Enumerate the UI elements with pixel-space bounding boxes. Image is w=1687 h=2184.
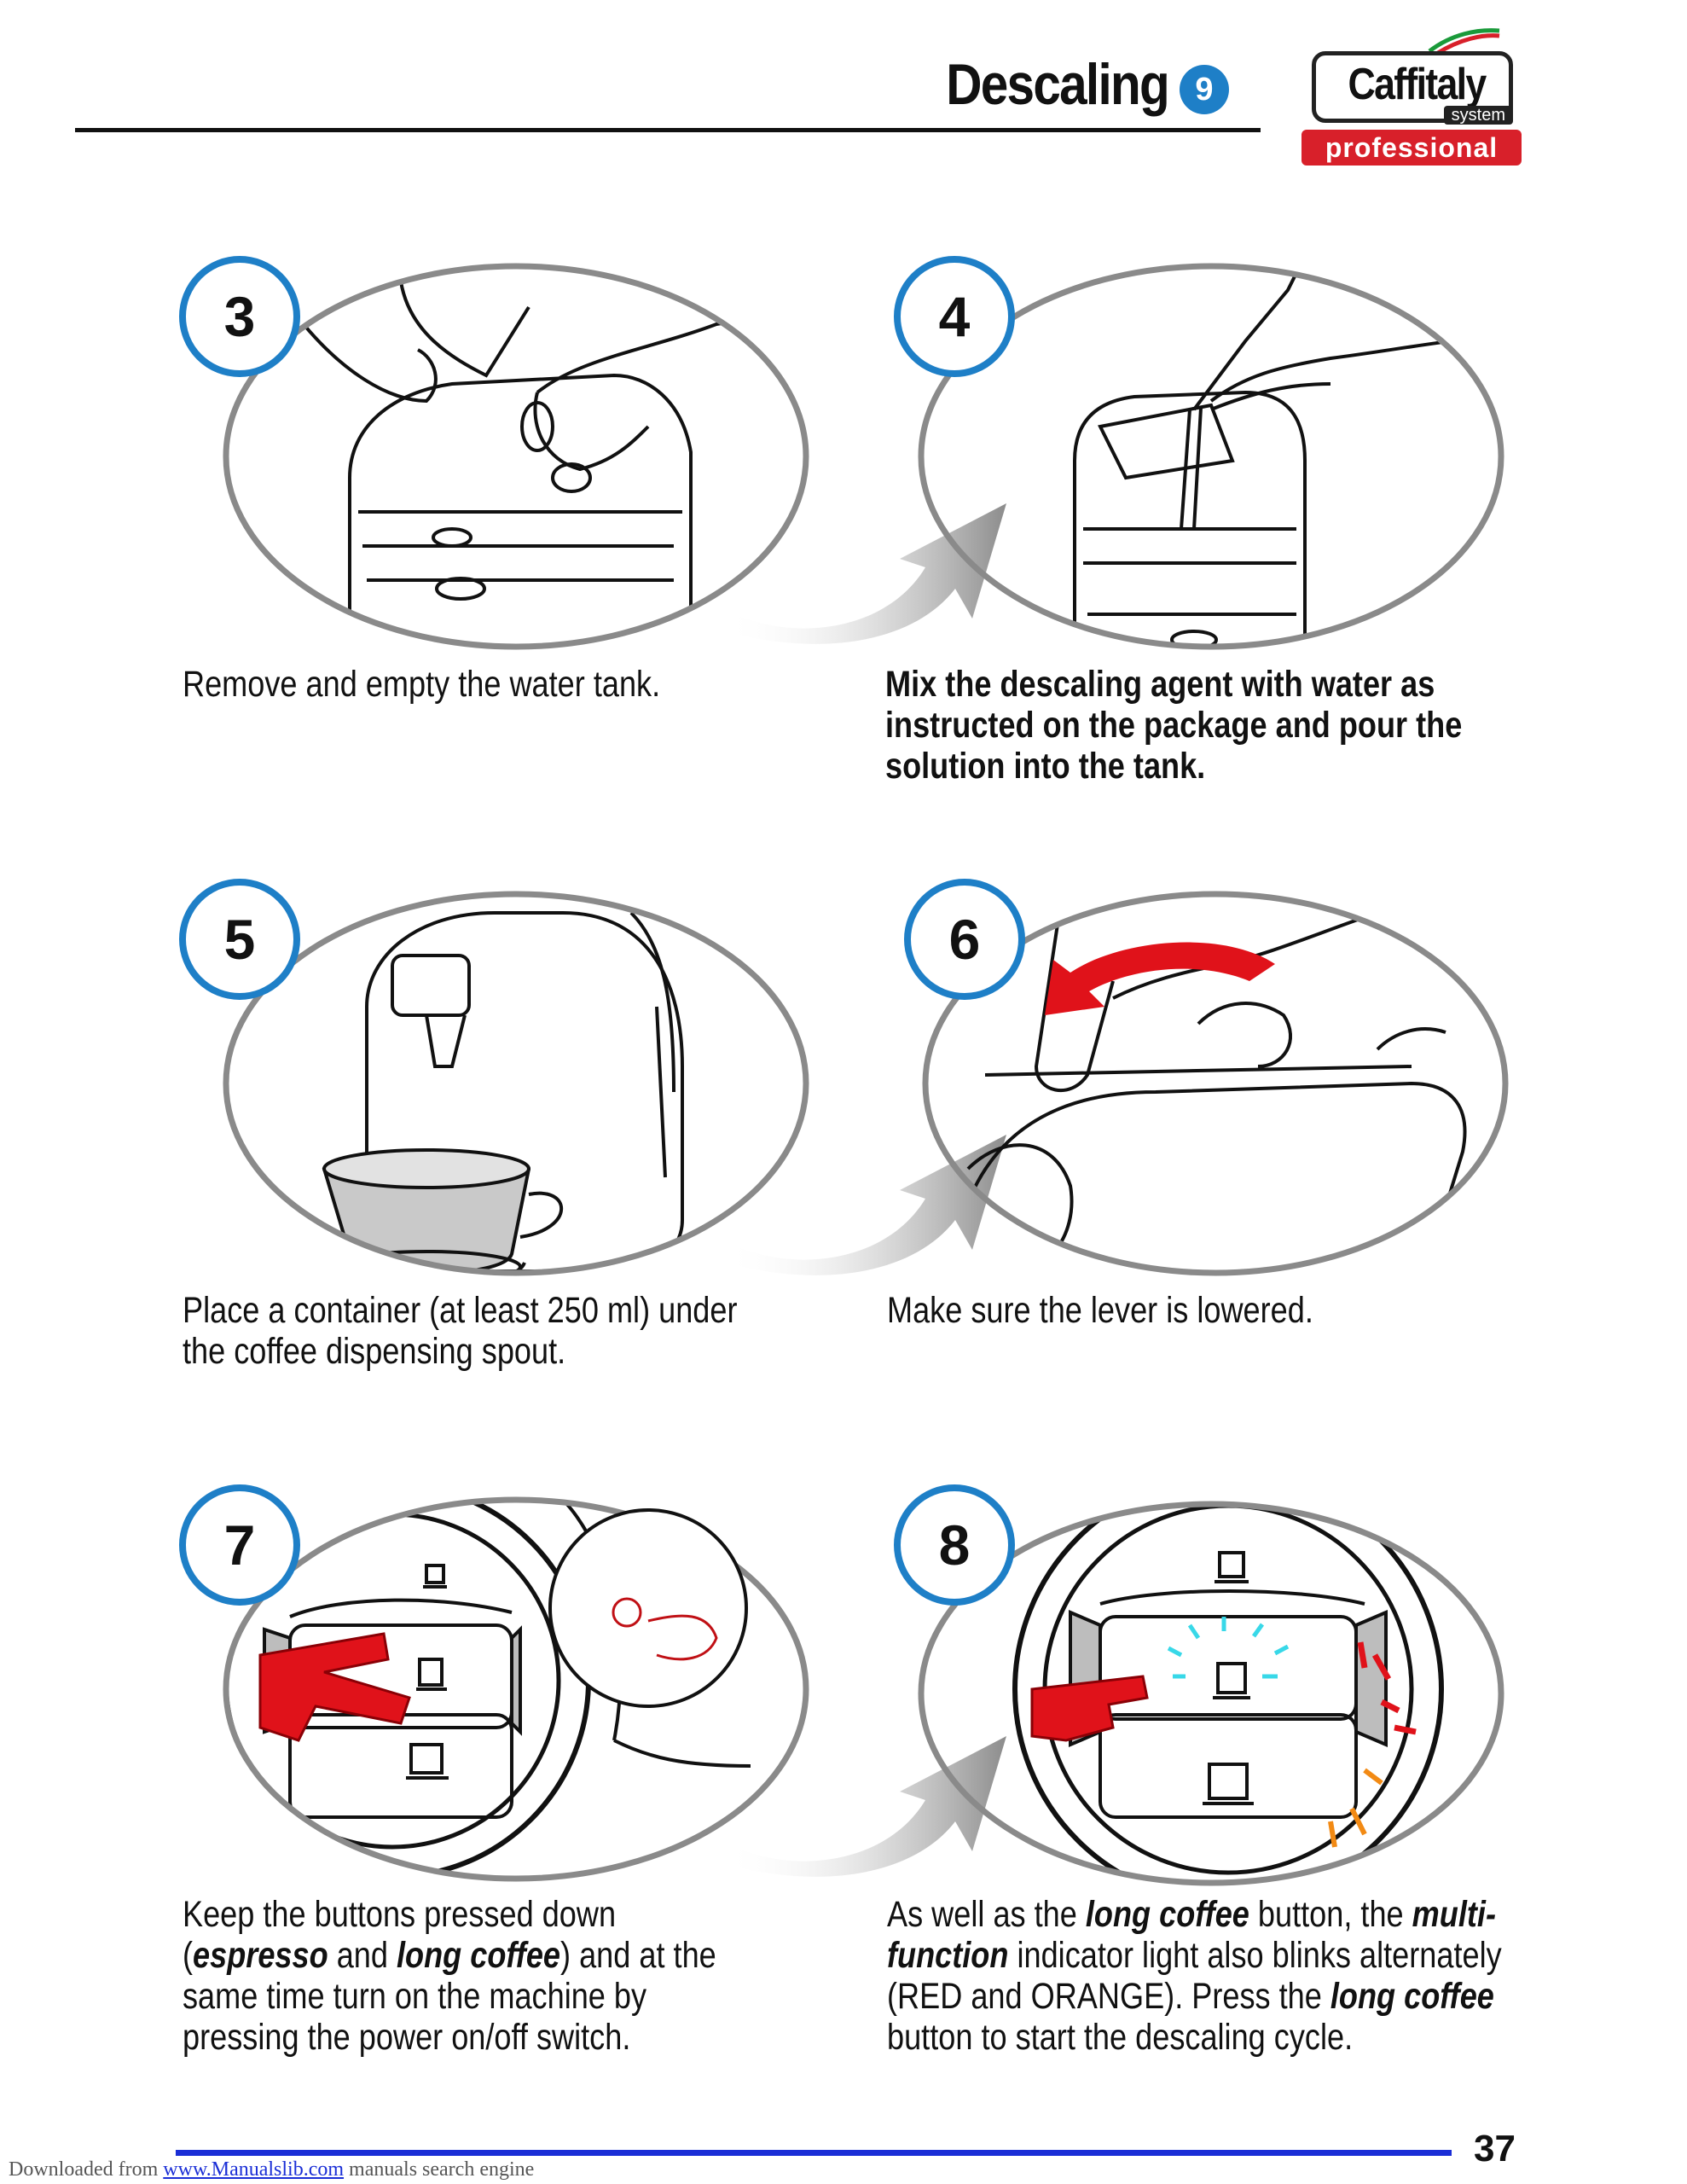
step-number-6: 6 bbox=[904, 879, 1025, 1000]
pour-solution-illustration bbox=[918, 263, 1504, 650]
step-3: 3 Remove and empty the water tank. bbox=[171, 256, 827, 734]
step-number-8: 8 bbox=[894, 1484, 1015, 1606]
caption-emphasis-long-coffee: long coffee bbox=[1330, 1976, 1494, 2017]
caption-emphasis-long-coffee: long coffee bbox=[1085, 1894, 1249, 1935]
blink-rays-icon bbox=[1167, 1617, 1290, 1679]
caption-text: As well as the bbox=[887, 1894, 1086, 1935]
caption-text: indicator light also blinks alternately … bbox=[887, 1935, 1502, 2017]
lever-lowered-illustration bbox=[922, 891, 1509, 1276]
logo-name: Caffitaly bbox=[1348, 60, 1487, 109]
orange-indicator-icon bbox=[1328, 1768, 1383, 1848]
chapter-badge: 9 bbox=[1180, 65, 1229, 114]
step-number-4: 4 bbox=[894, 256, 1015, 377]
caption-emphasis-espresso: espresso bbox=[193, 1935, 328, 1976]
caption-emphasis-long-coffee: long coffee bbox=[397, 1935, 561, 1976]
caffitaly-logo: Caffitaly system professional bbox=[1298, 26, 1525, 167]
step-7: 7 Keep the buttons pressed down (espress… bbox=[171, 1484, 836, 2099]
arrow-step-7-to-8 bbox=[725, 1736, 1006, 1877]
step-number-7: 7 bbox=[179, 1484, 300, 1606]
container-under-spout-illustration bbox=[223, 891, 809, 1276]
header-rule bbox=[75, 128, 1261, 132]
step-8: 8 As well as the long coffee button, the… bbox=[887, 1484, 1586, 2099]
caption-text: Keep the buttons pressed down ( bbox=[183, 1894, 617, 1976]
page-title: Descaling bbox=[946, 52, 1170, 117]
manualslib-link[interactable]: www.Manualslib.com bbox=[163, 2158, 345, 2181]
step-4: 4 Mix the descaling agent with water as … bbox=[885, 256, 1569, 802]
step-3-caption: Remove and empty the water tank. bbox=[183, 664, 661, 705]
logo-system: system bbox=[1443, 106, 1513, 125]
page-number: 37 bbox=[1474, 2128, 1516, 2169]
power-switch-inset bbox=[548, 1508, 748, 1708]
blinking-indicator-illustration bbox=[918, 1501, 1504, 1886]
step-5: 5 Place a container (at least 250 ml) un… bbox=[171, 879, 827, 1391]
caption-text: and bbox=[328, 1935, 397, 1976]
pressing-hand-icon bbox=[1030, 1675, 1149, 1742]
arrow-step-5-to-6 bbox=[725, 1135, 1006, 1275]
swoosh-icon bbox=[1428, 28, 1500, 55]
step-number-5: 5 bbox=[179, 879, 300, 1000]
logo-box: Caffitaly bbox=[1312, 51, 1513, 123]
logo-professional: professional bbox=[1301, 130, 1522, 166]
caption-emphasis-multi-function: multi-function bbox=[887, 1894, 1496, 1976]
step-8-caption: As well as the long coffee button, the m… bbox=[887, 1894, 1517, 2058]
footer-rule bbox=[176, 2150, 1452, 2156]
caption-text: button, the bbox=[1249, 1894, 1412, 1935]
download-footer: Downloaded from www.Manualslib.com manua… bbox=[9, 2158, 534, 2181]
arrow-step-3-to-4 bbox=[725, 503, 1006, 644]
pressing-hand-icon bbox=[258, 1632, 411, 1742]
water-tank-removal-illustration bbox=[223, 263, 809, 650]
caption-text: ) and at the same time turn on the machi… bbox=[183, 1935, 716, 2058]
download-suffix: manuals search engine bbox=[344, 2158, 535, 2181]
step-6-caption: Make sure the lever is lowered. bbox=[887, 1290, 1313, 1331]
step-5-caption: Place a container (at least 250 ml) unde… bbox=[183, 1290, 738, 1372]
buttons-pressed-illustration bbox=[223, 1496, 809, 1882]
step-number-3: 3 bbox=[179, 256, 300, 377]
step-4-caption: Mix the descaling agent with water as in… bbox=[885, 664, 1463, 787]
step-7-caption: Keep the buttons pressed down (espresso … bbox=[183, 1894, 749, 2058]
red-arrow-icon bbox=[1045, 942, 1275, 1015]
caption-text: button to start the descaling cycle. bbox=[887, 2017, 1354, 2058]
red-indicator-icon bbox=[1357, 1641, 1417, 1735]
download-prefix: Downloaded from bbox=[9, 2158, 164, 2181]
step-6: 6 Make sure the lever is lowered. bbox=[887, 879, 1574, 1391]
